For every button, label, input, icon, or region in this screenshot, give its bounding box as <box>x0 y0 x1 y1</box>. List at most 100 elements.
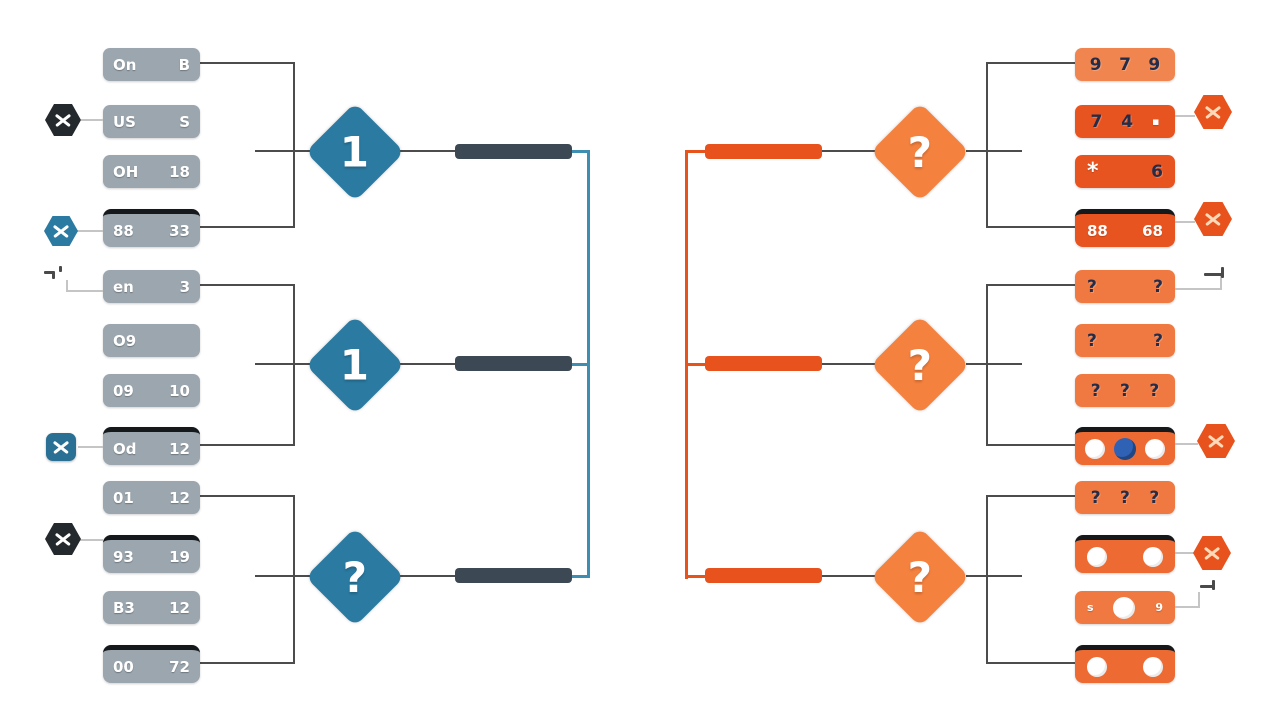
score-bar <box>705 144 822 159</box>
team-slot[interactable]: 7 4 ▪ <box>1075 105 1175 138</box>
team-slot[interactable]: ? ? ? <box>1075 374 1175 407</box>
score-bar <box>705 568 822 583</box>
small-marker-icon <box>1221 267 1224 278</box>
team-code: OH <box>113 162 139 181</box>
round-node-orange[interactable]: ? <box>870 315 970 415</box>
bracket-line <box>986 62 1075 64</box>
team-slot-highlighted[interactable] <box>1075 427 1175 465</box>
crossed-tools-hexagon-icon[interactable] <box>1194 202 1232 236</box>
bracket-line <box>293 284 295 446</box>
small-marker-icon <box>52 271 55 279</box>
small-marker-icon <box>59 266 62 272</box>
round-label: ? <box>907 552 933 602</box>
question-glyph: ? <box>1120 487 1130 508</box>
crossed-tools-icon <box>1206 431 1226 451</box>
team-seed: B <box>178 55 190 74</box>
question-glyph: ? <box>1149 380 1160 401</box>
team-code: On <box>113 55 137 74</box>
team-code: B3 <box>113 598 135 617</box>
team-glyph: 9 <box>1089 54 1102 75</box>
ball-icon <box>1087 546 1107 567</box>
round-node-orange[interactable]: ? <box>870 102 970 202</box>
bracket-line <box>293 495 295 664</box>
team-code: US <box>113 112 136 131</box>
team-slot[interactable]: 01 12 <box>103 481 200 514</box>
team-seed: 18 <box>169 162 190 181</box>
team-slot[interactable]: B3 12 <box>103 591 200 624</box>
bracket-line <box>200 226 295 228</box>
bracket-line <box>966 575 1022 577</box>
winner-line-teal <box>572 575 590 578</box>
bracket-line <box>986 284 988 446</box>
bracket-line <box>986 495 988 664</box>
team-glyph: 9 <box>1148 54 1161 75</box>
team-slot[interactable]: On B <box>103 48 200 81</box>
team-slot-highlighted[interactable] <box>1075 535 1175 573</box>
team-slot-highlighted[interactable]: 88 33 <box>103 209 200 247</box>
round-label: ? <box>907 340 933 390</box>
ball-icon <box>1085 438 1106 459</box>
team-slot[interactable]: O9 <box>103 324 200 357</box>
crossed-tools-hexagon-icon[interactable] <box>1194 95 1232 129</box>
team-seed: 33 <box>169 221 190 240</box>
bracket-line <box>822 363 886 365</box>
team-slot-highlighted[interactable]: 93 19 <box>103 535 200 573</box>
team-seed: 12 <box>169 488 190 507</box>
winner-line-teal <box>587 150 590 578</box>
bracket-line <box>986 662 1075 664</box>
team-slot[interactable]: 9 7 9 <box>1075 48 1175 81</box>
crossed-tools-hexagon-icon[interactable] <box>1193 536 1231 570</box>
icon-connector <box>66 280 68 292</box>
icon-connector <box>1175 115 1195 117</box>
team-slot-highlighted[interactable] <box>1075 645 1175 683</box>
team-slot[interactable]: s 9 <box>1075 591 1175 624</box>
ball-icon <box>1143 656 1163 677</box>
team-slot[interactable]: 09 10 <box>103 374 200 407</box>
bracket-line <box>200 495 295 497</box>
crossed-tools-icon <box>1203 102 1223 122</box>
team-glyph: 7 <box>1090 111 1103 132</box>
crossed-tools-hexagon-icon[interactable] <box>1197 424 1235 458</box>
team-slot-highlighted[interactable]: 88 68 <box>1075 209 1175 247</box>
crossed-tools-hexagon-icon[interactable] <box>45 104 81 136</box>
team-slot-highlighted[interactable]: 00 72 <box>103 645 200 683</box>
question-glyph: ? <box>1087 276 1097 297</box>
winner-line-teal <box>572 150 590 153</box>
team-slot[interactable]: US S <box>103 105 200 138</box>
bracket-line <box>255 575 315 577</box>
star-icon: * <box>1087 158 1099 184</box>
round-node-blue[interactable]: 1 <box>305 102 405 202</box>
round-label: 1 <box>340 340 370 390</box>
winner-line-teal <box>572 363 590 366</box>
team-slot[interactable]: en 3 <box>103 270 200 303</box>
team-slot[interactable]: ? ? <box>1075 270 1175 303</box>
round-node-blue[interactable]: 1 <box>305 315 405 415</box>
bracket-line <box>986 62 988 228</box>
team-slot[interactable]: * 6 <box>1075 155 1175 188</box>
score-bar <box>455 144 572 159</box>
team-slot[interactable]: ? ? <box>1075 324 1175 357</box>
team-slot[interactable]: OH 18 <box>103 155 200 188</box>
crossed-tools-icon <box>51 437 71 457</box>
crossed-tools-square-icon[interactable] <box>46 433 76 461</box>
round-node-orange[interactable]: ? <box>870 527 970 627</box>
question-glyph: ? <box>1120 380 1130 401</box>
team-seed: 10 <box>169 381 190 400</box>
round-node-blue[interactable]: ? <box>305 527 405 627</box>
small-marker-icon <box>44 271 54 274</box>
team-code: 01 <box>113 488 134 507</box>
question-glyph: ? <box>1090 380 1101 401</box>
bracket-line <box>400 575 456 577</box>
crossed-tools-hexagon-icon[interactable] <box>45 523 81 555</box>
round-label: ? <box>907 127 933 177</box>
bracket-line <box>200 62 295 64</box>
crossed-tools-icon <box>51 221 71 241</box>
team-slot[interactable]: ? ? ? <box>1075 481 1175 514</box>
team-slot-highlighted[interactable]: Od 12 <box>103 427 200 465</box>
icon-connector <box>1175 288 1222 290</box>
team-glyph: 6 <box>1151 161 1163 182</box>
bracket-line <box>255 363 315 365</box>
icon-connector <box>1175 552 1194 554</box>
crossed-tools-hexagon-icon[interactable] <box>44 216 78 246</box>
globe-icon <box>1113 437 1136 460</box>
